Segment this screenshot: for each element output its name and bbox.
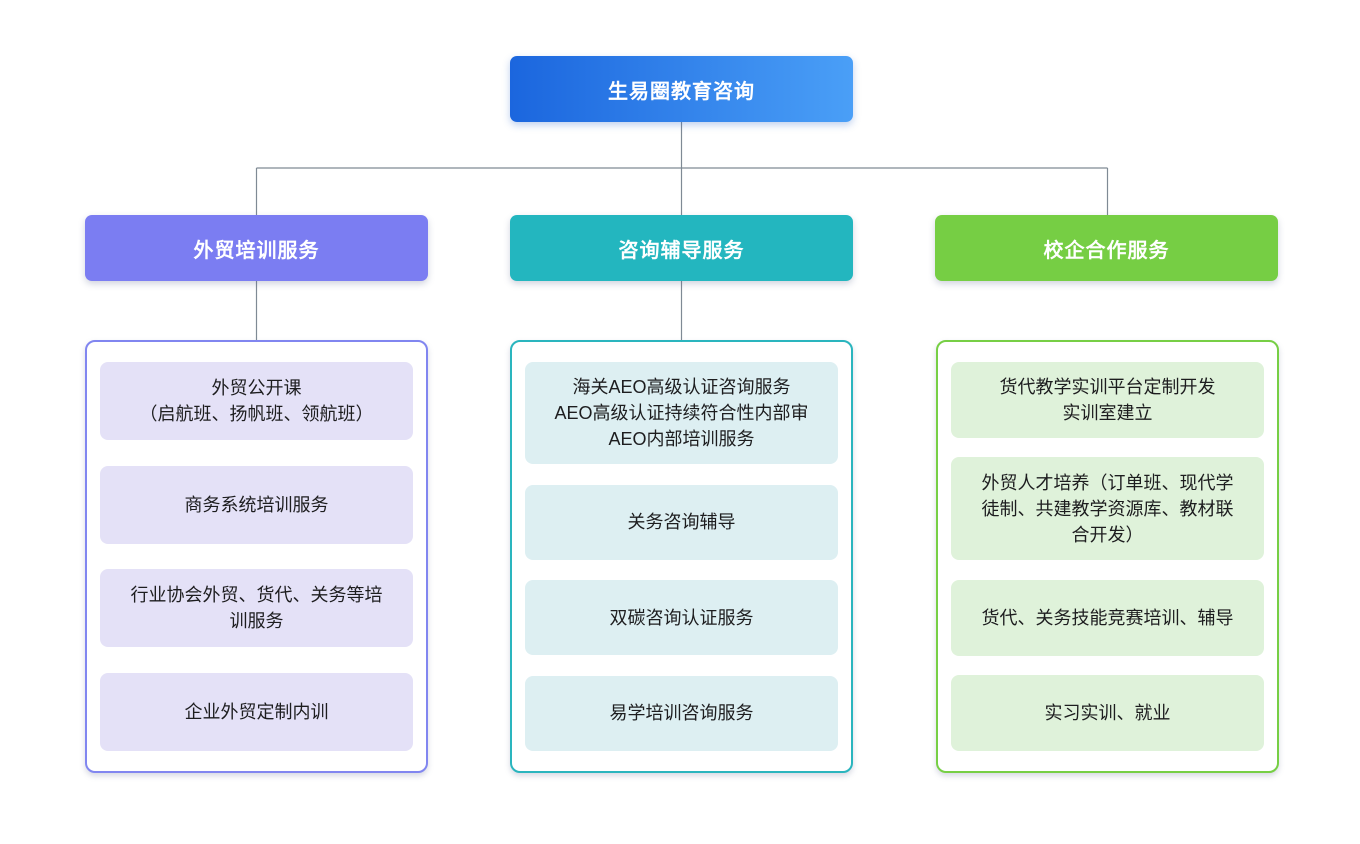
root-node: 生易圈教育咨询	[510, 56, 853, 122]
branch-container-foreign-trade-training: 外贸公开课 （启航班、扬帆班、领航班） 商务系统培训服务 行业协会外贸、货代、关…	[85, 340, 428, 773]
branch-container-school-enterprise-cooperation: 货代教学实训平台定制开发 实训室建立 外贸人才培养（订单班、现代学徒制、共建教学…	[936, 340, 1279, 773]
leaf-node: 关务咨询辅导	[525, 484, 838, 560]
leaf-node: 商务系统培训服务	[100, 465, 413, 544]
leaf-node: 外贸公开课 （启航班、扬帆班、领航班）	[100, 362, 413, 440]
leaf-node: 实习实训、就业	[951, 674, 1264, 751]
leaf-node: 行业协会外贸、货代、关务等培训服务	[100, 569, 413, 648]
leaf-node: 货代教学实训平台定制开发 实训室建立	[951, 362, 1264, 438]
leaf-node: 企业外贸定制内训	[100, 672, 413, 751]
leaf-node: 双碳咨询认证服务	[525, 580, 838, 656]
leaf-node: 货代、关务技能竞赛培训、辅导	[951, 579, 1264, 656]
branch-header-foreign-trade-training: 外贸培训服务	[85, 215, 428, 281]
branch-container-consulting-coaching: 海关AEO高级认证咨询服务 AEO高级认证持续符合性内部审 AEO内部培训服务 …	[510, 340, 853, 773]
branch-header-school-enterprise-cooperation: 校企合作服务	[935, 215, 1278, 281]
branch-header-consulting-coaching: 咨询辅导服务	[510, 215, 853, 281]
leaf-node: 海关AEO高级认证咨询服务 AEO高级认证持续符合性内部审 AEO内部培训服务	[525, 362, 838, 464]
leaf-node: 外贸人才培养（订单班、现代学徒制、共建教学资源库、教材联合开发）	[951, 457, 1264, 561]
leaf-node: 易学培训咨询服务	[525, 675, 838, 751]
